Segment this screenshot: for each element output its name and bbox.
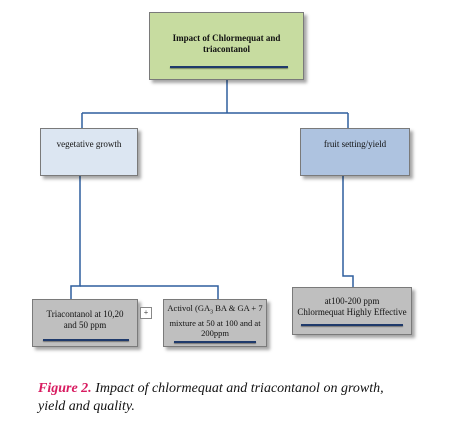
root-node-impact: Impact of Chlormequat and triacontanol <box>149 12 304 80</box>
activol-underline-bar <box>174 341 256 343</box>
triacontanol-line-2: and 50 ppm <box>63 320 107 330</box>
activol-line-3: 200ppm <box>201 327 229 338</box>
chlormequat-line-1: at100-200 ppm <box>324 296 380 306</box>
root-underline-bar <box>170 66 288 68</box>
leaf-triacontanol: Triacontanol at 10,20 and 50 ppm <box>32 299 138 347</box>
activol-line-2: mixture at 50 at 100 and at <box>169 317 261 328</box>
node-fruit-setting-yield: fruit setting/yield <box>300 128 410 176</box>
leaf-activol: Activol (GA3 BA & GA + 7 mixture at 50 a… <box>163 299 267 347</box>
caption-label: Figure 2. <box>38 381 92 396</box>
fruit-label: fruit setting/yield <box>323 139 387 149</box>
connector-fruit-down <box>342 176 354 287</box>
vegetative-label: vegetative growth <box>56 139 122 149</box>
root-line-1: Impact of Chlormequat and <box>172 33 281 43</box>
triacontanol-line-1: Triacontanol at 10,20 <box>46 309 124 319</box>
chlormequat-line-2: Chlormequat Highly Effective <box>297 307 407 317</box>
caption-text: Impact of chlormequat and triacontanol o… <box>95 381 384 396</box>
triacontanol-underline-bar <box>43 339 129 341</box>
activol-line-1: Activol (GA3 BA & GA + 7 <box>167 303 263 316</box>
node-vegetative-growth: vegetative growth <box>40 128 138 176</box>
figure-caption: Figure 2. Impact of chlormequat and tria… <box>38 380 458 416</box>
connector-vegetative-down <box>70 176 81 299</box>
leaf-chlormequat: at100-200 ppm Chlormequat Highly Effecti… <box>292 287 412 335</box>
chlormequat-underline-bar <box>301 324 403 326</box>
connector-to-activol <box>80 285 219 299</box>
caption-text-2: yield and quality. <box>38 399 135 414</box>
plus-sign: + <box>140 307 152 319</box>
root-line-2: triacontanol <box>203 44 250 54</box>
